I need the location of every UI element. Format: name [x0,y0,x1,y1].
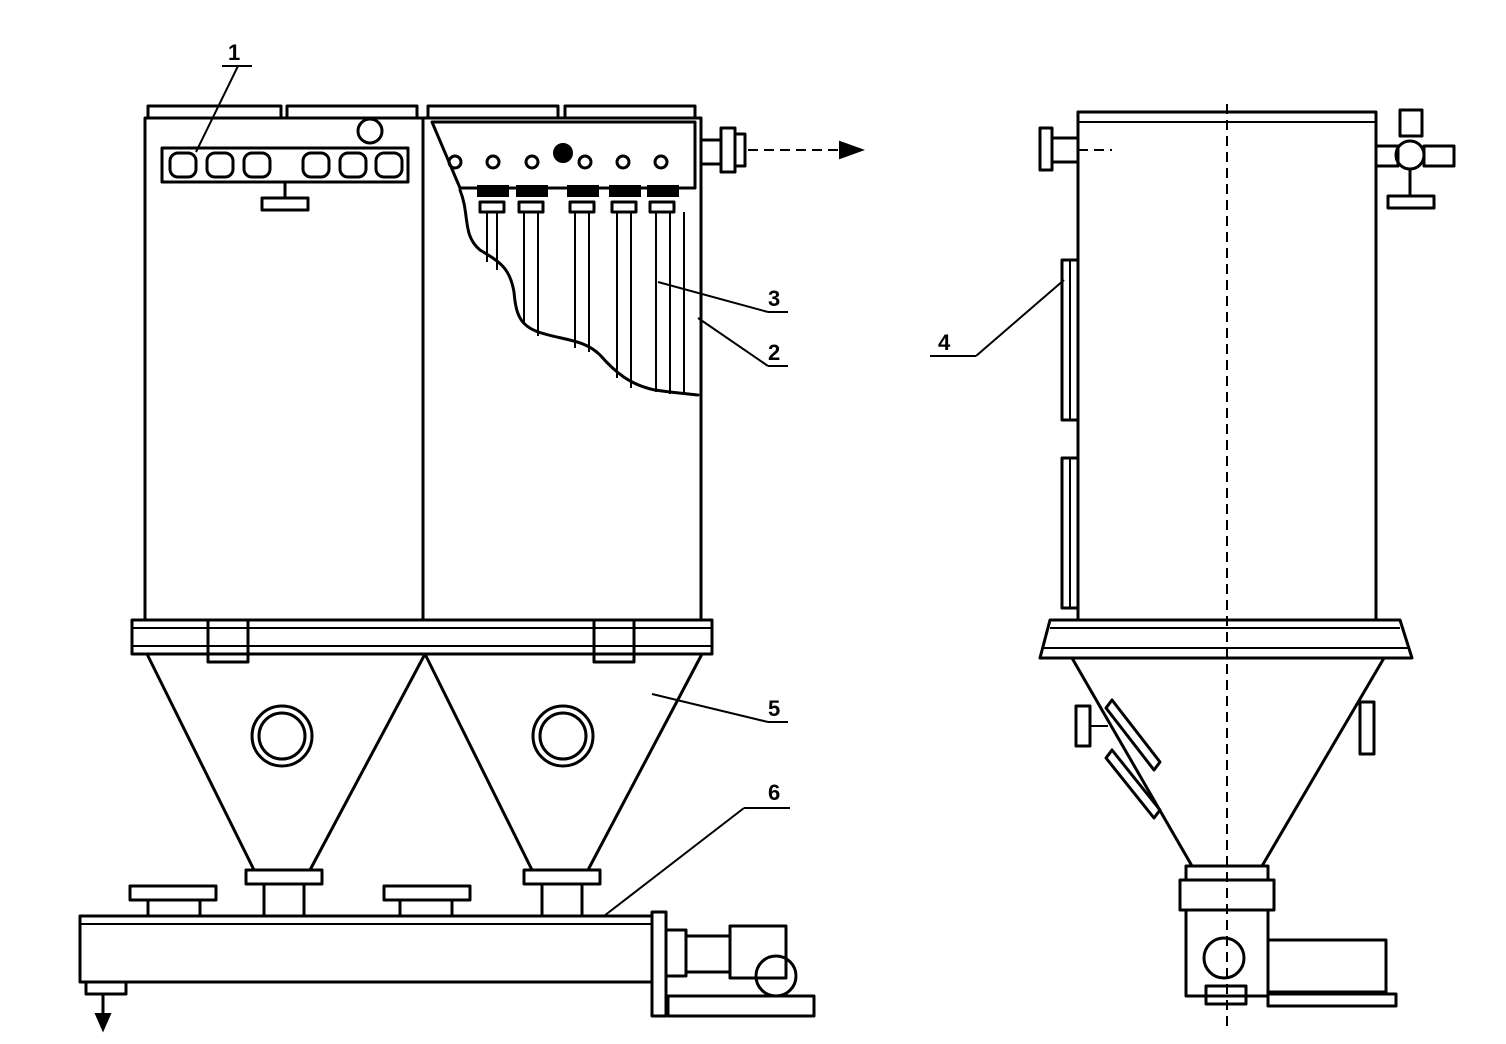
callout-3: 3 [657,281,788,313]
callout-5: 5 [651,693,788,723]
outlet-arrow [748,140,865,160]
front-view [78,104,865,1033]
callout-4: 4 [930,279,1065,357]
screw-conveyor [78,914,654,1033]
access-doors [1060,258,1080,610]
side-support-frame [1038,618,1414,660]
callout-2-label: 2 [768,340,780,365]
callout-1: 1 [195,40,252,153]
roof-caps [146,104,697,120]
callout-1-label: 1 [228,40,240,65]
side-inlet [1038,126,1112,172]
outlet-flange [699,126,747,174]
conveyor-covers [128,884,472,918]
pulse-valve-manifold [160,117,410,212]
side-outlet-drive [1178,864,1398,1008]
callout-4-label: 4 [938,330,951,355]
support-frame [130,618,714,664]
filter-bags [458,185,700,397]
side-view [1038,104,1456,1030]
callout-2: 2 [697,317,788,367]
side-valve-assembly [1374,108,1456,210]
hopper-outlets [244,868,602,918]
ash-hoppers [145,652,704,872]
callout-5-label: 5 [768,696,780,721]
blowpipe-header [430,120,697,190]
callout-3-label: 3 [768,286,780,311]
callout-6: 6 [603,780,790,917]
callout-6-label: 6 [768,780,780,805]
conveyor-drive [650,910,816,1018]
